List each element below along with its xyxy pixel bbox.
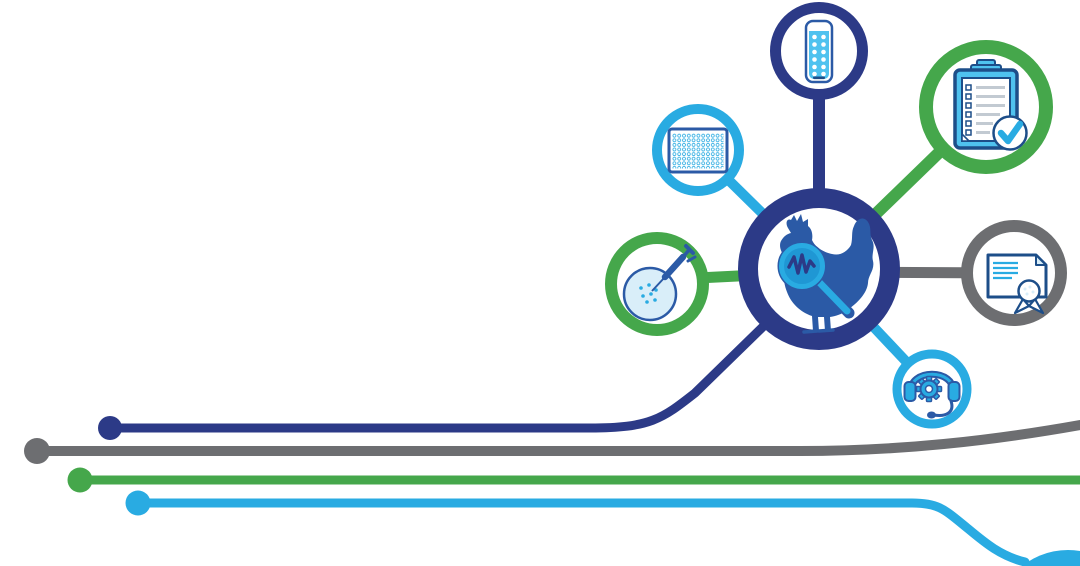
- pipette-plunger: [681, 248, 691, 259]
- clipboard-checklist-icon: [953, 59, 1028, 151]
- paper-fold: [961, 132, 971, 142]
- pipette: [651, 244, 697, 292]
- strip-wells: [812, 34, 826, 77]
- gear-hole: [924, 384, 934, 394]
- rosette-ribbon-right: [1027, 297, 1045, 315]
- gray-rail: [32, 420, 1080, 456]
- rosette-dots: [1023, 285, 1035, 296]
- cyan-corner-blob: [1022, 550, 1080, 566]
- certificate-icon: [986, 253, 1048, 315]
- strip-fill: [809, 31, 829, 79]
- mic-boom: [932, 399, 954, 417]
- earcup-right: [947, 381, 961, 402]
- green-rail-dot: [67, 467, 93, 493]
- plate-wells: [672, 133, 724, 169]
- cyan-rail: [133, 498, 1030, 566]
- node-clipboard-checklist: [919, 40, 1053, 174]
- doc-fold: [1035, 254, 1047, 266]
- gray-rail-dot: [24, 438, 50, 464]
- dish-sample-dots: [639, 283, 658, 304]
- earcup-left: [903, 381, 917, 402]
- node-pipette-petri-dish: [605, 232, 709, 336]
- navy-rail: [105, 310, 780, 433]
- microplate-icon: [667, 127, 729, 174]
- pipette-plunger-cap: [684, 244, 695, 255]
- cyan-rail-dot: [125, 490, 151, 516]
- magnifier: [777, 241, 855, 319]
- rosette-seal: [1017, 279, 1041, 303]
- hub-node: [738, 188, 900, 350]
- check-icon: [997, 120, 1024, 145]
- magnifier-lens: [779, 243, 825, 289]
- node-microplate: [652, 104, 744, 196]
- node-test-strip: [770, 2, 868, 100]
- doc-text-lines: [993, 261, 1018, 280]
- pulse-waveform: [787, 253, 816, 275]
- test-strip-icon: [804, 19, 834, 84]
- headset-gear-icon: [903, 370, 961, 419]
- navy-rail-dot: [98, 416, 122, 440]
- checklist-rows: [965, 84, 1005, 136]
- chicken-foot-left: [802, 329, 819, 334]
- node-headset-support: [892, 349, 972, 429]
- magnifier-rim-outline: [777, 241, 827, 291]
- mic-tip: [927, 411, 936, 419]
- chicken-foot-right: [817, 328, 835, 333]
- strip-band: [813, 76, 825, 80]
- chicken-magnifier-icon: [777, 214, 874, 334]
- gear-icon: [915, 375, 943, 403]
- pipette-thumb-rest: [686, 255, 697, 263]
- pipette-petri-dish-icon: [622, 244, 697, 322]
- pipette-body: [661, 253, 687, 281]
- magnifier-handle: [815, 278, 851, 315]
- node-certificate: [961, 220, 1067, 326]
- rails: [24, 310, 1080, 566]
- rosette-ribbon-left: [1013, 297, 1031, 315]
